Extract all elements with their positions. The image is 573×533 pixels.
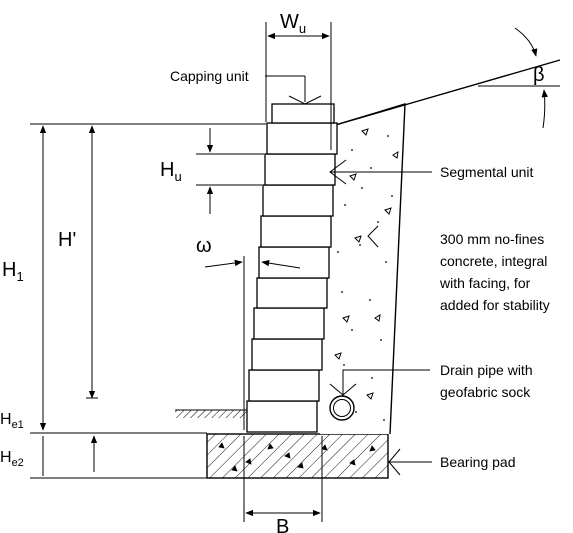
beta-top-arc (514, 27, 538, 57)
omega-right-arrow (261, 259, 301, 269)
bearing-pad-label: Bearing pad (440, 454, 516, 470)
drain-pipe-pointer (329, 383, 357, 396)
segmental-unit-pointer (329, 159, 347, 185)
hu-symbol: Hu (160, 159, 182, 184)
no-fines-label-line1: 300 mm no-fines (440, 231, 544, 247)
no-fines-pointer (367, 225, 379, 248)
he2-symbol: He2 (0, 449, 24, 469)
segmental-unit-label: Segmental unit (440, 164, 534, 180)
no-fines-label-line2: concrete, integral (440, 253, 547, 269)
bearing-pad (206, 433, 389, 479)
drain-pipe-label-line1: Drain pipe with (440, 362, 533, 378)
capping-unit-label: Capping unit (170, 68, 249, 84)
drain-pipe-leader (342, 369, 430, 397)
beta-symbol: β (533, 64, 545, 86)
h1-symbol: H1 (2, 259, 24, 284)
wu-symbol: Wu (280, 11, 306, 36)
drain-pipe-label-line2: geofabric sock (440, 384, 531, 400)
front-ground-hatch (175, 410, 247, 418)
backfill-slope-line (331, 59, 561, 127)
he1-symbol: He1 (0, 411, 24, 431)
hprime-symbol: H' (58, 229, 76, 251)
capping-unit-pointer (288, 95, 322, 105)
segmental-units (246, 122, 338, 433)
omega-symbol: ω (196, 235, 212, 257)
b-symbol: B (276, 516, 289, 533)
no-fines-label-line3: with facing, for (439, 275, 531, 291)
no-fines-label-line4: added for stability (440, 297, 550, 313)
capping-unit-block (271, 103, 335, 124)
no-fines-concrete-zone (320, 103, 406, 435)
beta-bottom-arc (541, 89, 548, 129)
omega-left-arrow (204, 259, 243, 268)
bearing-pad-pointer (388, 448, 401, 476)
drain-pipe (329, 395, 355, 421)
